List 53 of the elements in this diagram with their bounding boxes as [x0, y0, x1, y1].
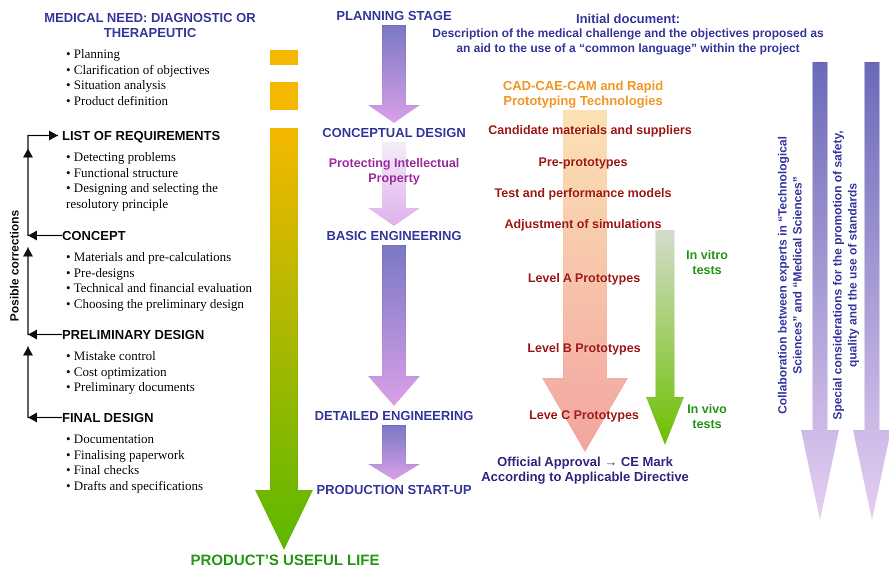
list-item: • Final checks	[66, 462, 140, 478]
list-item: • Product definition	[66, 92, 170, 108]
list-item: • Pre-designs	[66, 264, 136, 280]
list-item: • Preliminary documents	[66, 379, 196, 394]
correction-arrow	[23, 130, 62, 240]
stage-heading: CONCEPT	[62, 228, 127, 243]
list-item: • Planning	[66, 46, 122, 62]
vertical-label: Special considerations for the promotion of safety, quality and the use of standards	[830, 129, 860, 422]
stage-note: Level A Prototypes	[526, 271, 642, 286]
list-item: • Finalising paperwork	[66, 446, 186, 462]
list-item: • Cost optimization	[66, 364, 168, 379]
block-arrow	[368, 245, 420, 406]
stage-label: BASIC ENGINEERING	[325, 228, 463, 243]
list-item: • Materials and pre-calculations	[66, 249, 232, 264]
list-item: • Designing and selecting the resolutory principle	[66, 180, 219, 211]
stage-label: CONCEPTUAL DESIGN	[321, 125, 467, 140]
block-arrow	[255, 128, 313, 550]
stage-heading: FINAL DESIGN	[62, 410, 154, 425]
stage-heading: PRELIMINARY DESIGN	[62, 327, 206, 342]
correction-arrow	[23, 346, 62, 422]
list-item: • Situation analysis	[66, 77, 167, 92]
list-item: • Drafts and specifications	[66, 478, 204, 493]
block-arrow	[368, 425, 420, 480]
stage-note: Level B Prototypes	[526, 341, 642, 356]
list-item: • Choosing the preliminary design	[66, 296, 245, 311]
list-item: • Clarification of objectives	[66, 62, 211, 77]
list-item: • Technical and financial evaluation	[66, 280, 254, 296]
edge-label: Protecting Intellectual Property	[328, 156, 460, 186]
stage-label: PLANNING STAGE	[335, 8, 453, 23]
stage-label: Official Approval → CE Mark According to Applicable Directive	[480, 454, 690, 484]
stage-note: Candidate materials and suppliers	[487, 123, 693, 138]
stage-note: In vivo tests	[686, 402, 728, 432]
stage-label: CAD-CAE-CAM and Rapid Prototyping Technologies	[502, 78, 664, 108]
block-arrow	[368, 25, 420, 123]
list-item: • Functional structure	[66, 164, 180, 180]
vertical-label: Collaboration between experts in “Technological Sciences” and “Medical Sciences”	[775, 135, 805, 416]
description-text: Description of the medical challenge and the objectives proposed as an aid to the use of a “common language” within the project	[431, 26, 825, 56]
block-arrow	[542, 110, 628, 452]
stage-label: PRODUCT’S USEFUL LIFE	[190, 552, 380, 569]
stage-note: Test and performance models	[494, 186, 672, 201]
list-item: • Mistake control	[66, 348, 157, 364]
stage-note: In vitro tests	[685, 248, 729, 278]
stage-note: Pre-prototypes	[538, 155, 628, 170]
stage-label: PRODUCTION START-UP	[315, 482, 473, 497]
list-item: • Detecting problems	[66, 149, 177, 164]
stage-heading: LIST OF REQUIREMENTS	[62, 128, 222, 143]
correction-arrow	[23, 248, 62, 340]
stage-note: Adjustment of simulations	[504, 217, 662, 232]
list-item: • Documentation	[66, 431, 155, 446]
stage-heading: MEDICAL NEED: DIAGNOSTIC OR THERAPEUTIC	[43, 10, 257, 40]
block-arrow	[368, 142, 420, 226]
vertical-label: Posible corrections	[8, 208, 22, 323]
stage-label: DETAILED ENGINEERING	[314, 408, 474, 423]
